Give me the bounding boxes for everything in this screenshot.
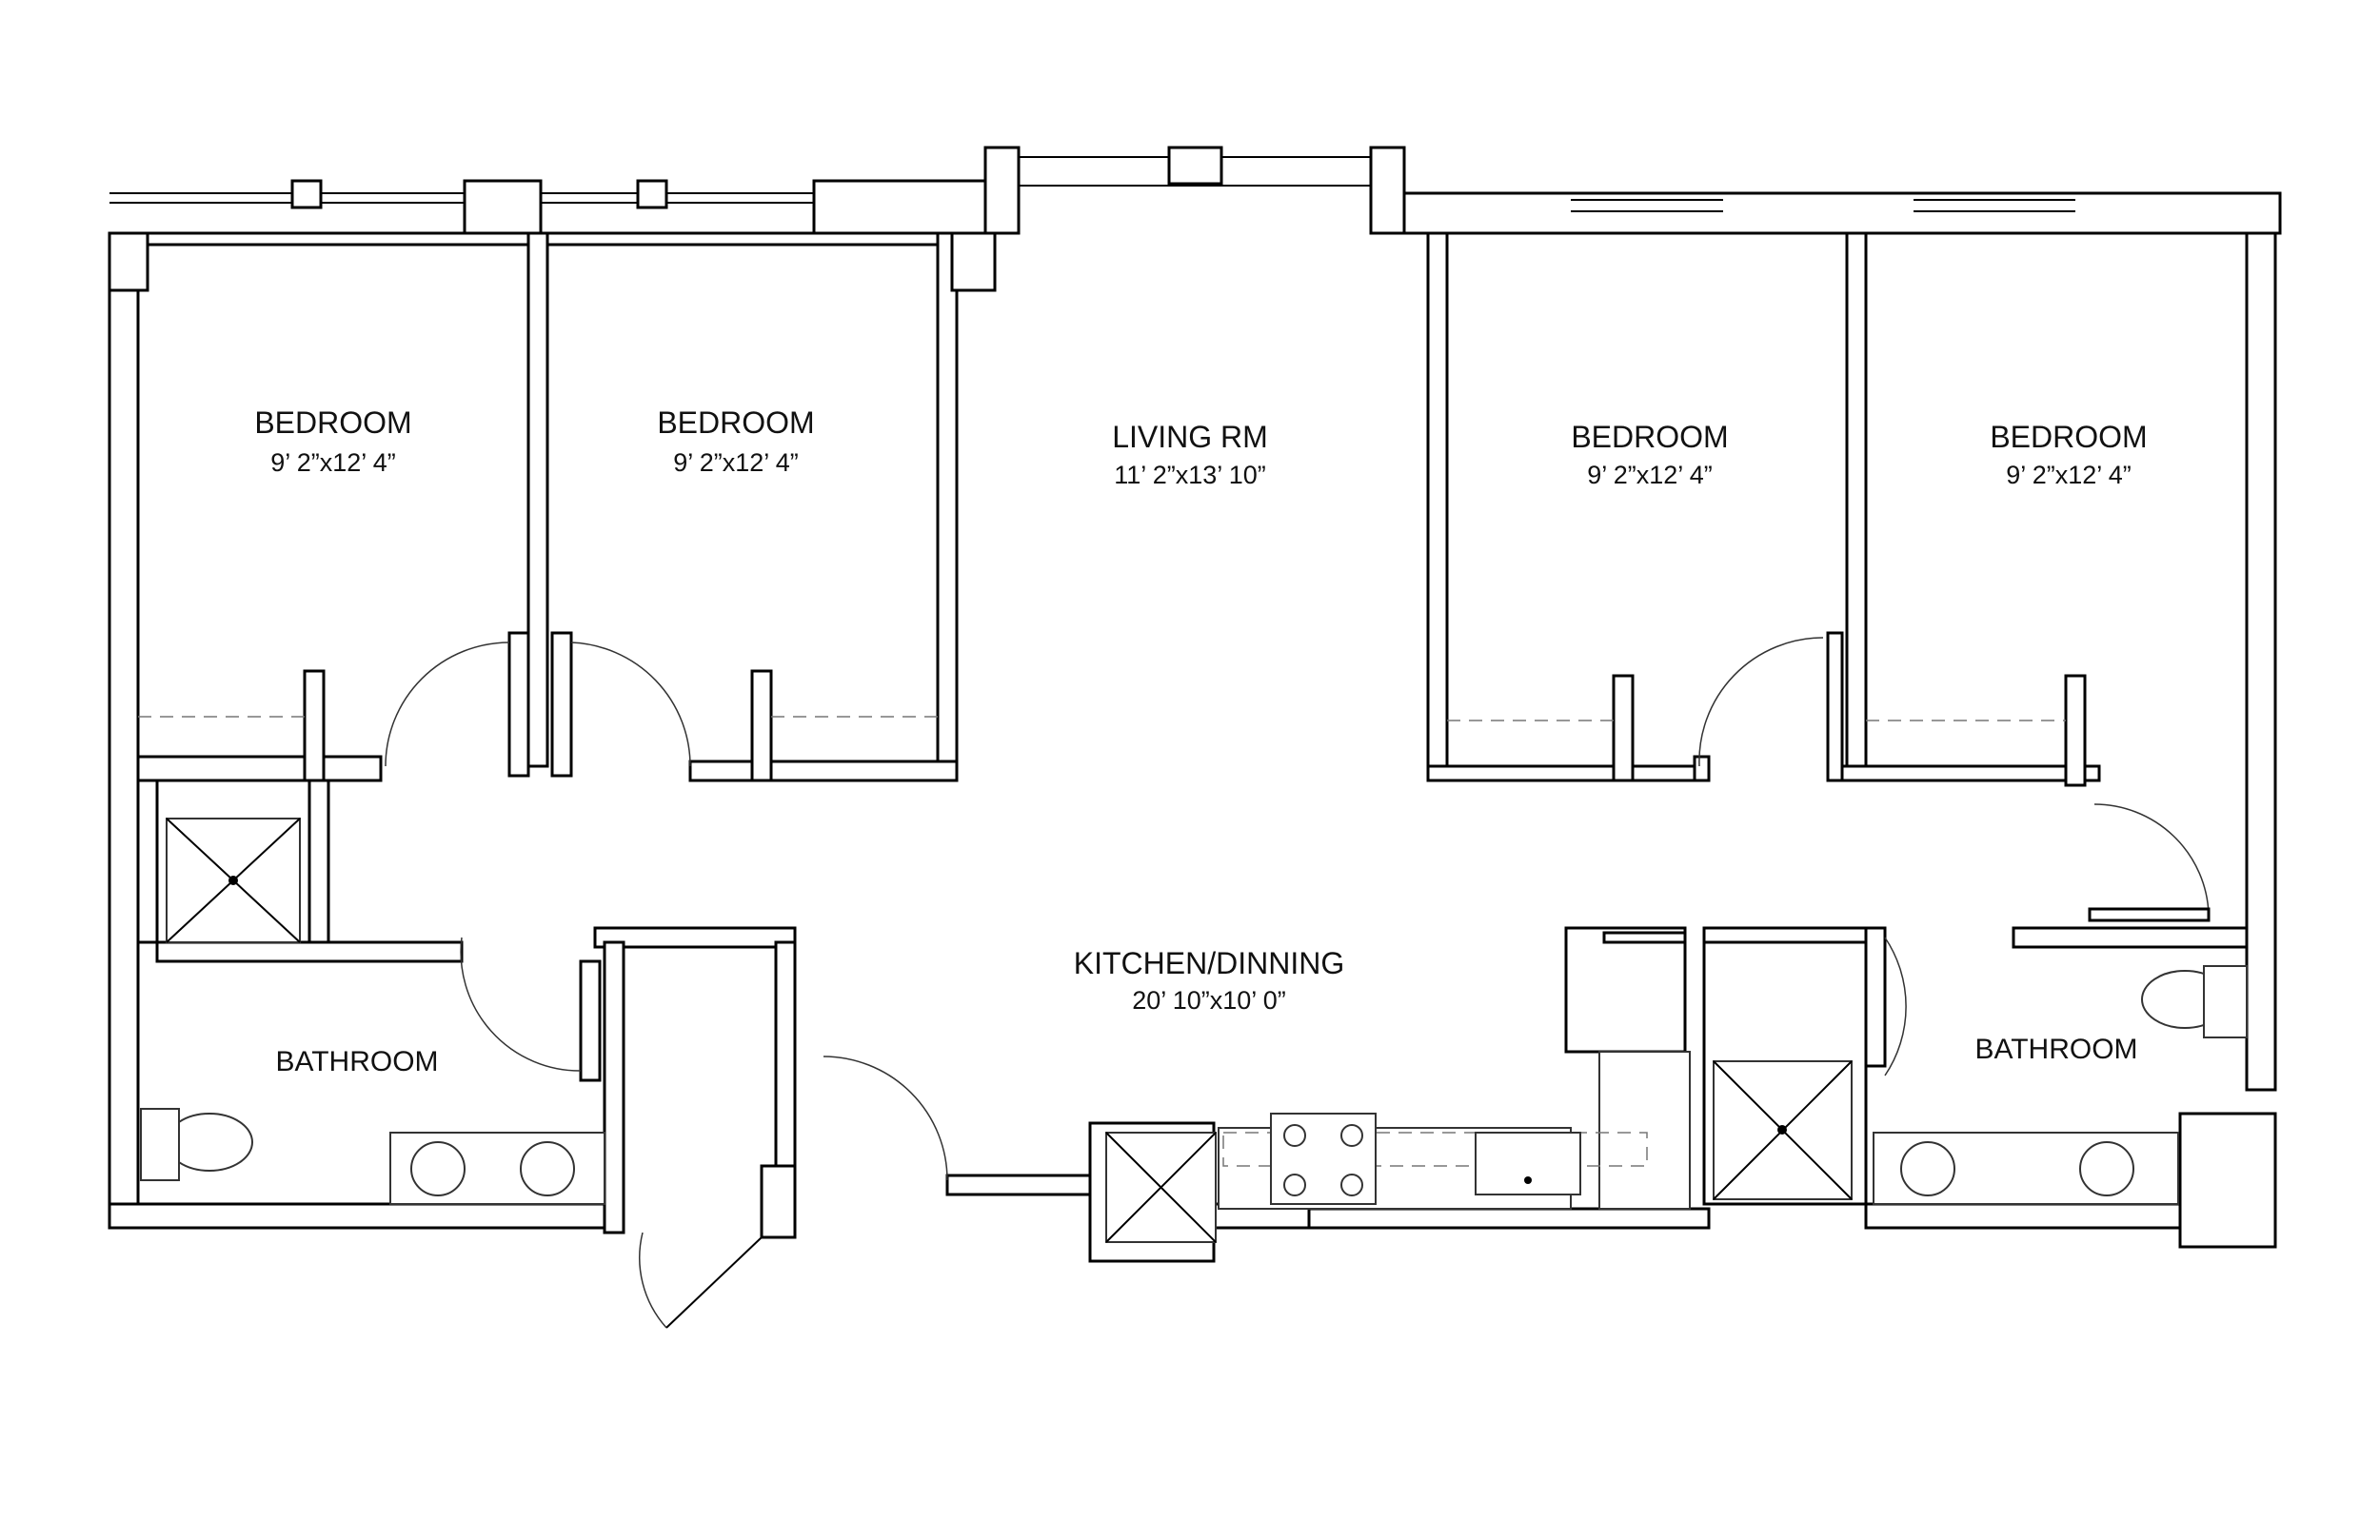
living-room-size: 11’ 2”x13’ 10”	[1114, 461, 1266, 489]
bedroom-2-name: BEDROOM	[657, 405, 814, 440]
kitchen-size: 20’ 10”x10’ 0”	[1132, 986, 1286, 1015]
living-room-name: LIVING RM	[1112, 420, 1268, 454]
bathroom-2-name: BATHROOM	[1974, 1034, 2137, 1065]
shower-right	[1713, 1060, 1853, 1200]
bedroom-1-name: BEDROOM	[254, 405, 411, 440]
bedroom-4-name: BEDROOM	[1990, 420, 2147, 454]
bathroom-1-name: BATHROOM	[275, 1046, 438, 1077]
door-swings	[138, 637, 2211, 1329]
bedroom-4-size: 9’ 2”x12’ 4”	[2006, 461, 2132, 489]
room-labels: BEDROOM 9’ 2”x12’ 4” BEDROOM 9’ 2”x12’ 4…	[254, 405, 2147, 1077]
right-wing-walls	[1426, 231, 2277, 1249]
bedroom-2-size: 9’ 2”x12’ 4”	[673, 448, 799, 477]
bedroom-1-size: 9’ 2”x12’ 4”	[270, 448, 396, 477]
bedroom-3-size: 9’ 2”x12’ 4”	[1587, 461, 1713, 489]
kitchen-name: KITCHEN/DINNING	[1074, 946, 1344, 980]
left-wing-walls	[108, 231, 997, 1239]
top-exterior-wall	[109, 146, 2282, 235]
bedroom-3-name: BEDROOM	[1571, 420, 1728, 454]
kitchen-counter	[1105, 1051, 1691, 1243]
shower-left	[166, 818, 301, 943]
right-bathroom-fixtures	[1873, 965, 2248, 1205]
left-bathroom-fixtures	[140, 1108, 605, 1205]
